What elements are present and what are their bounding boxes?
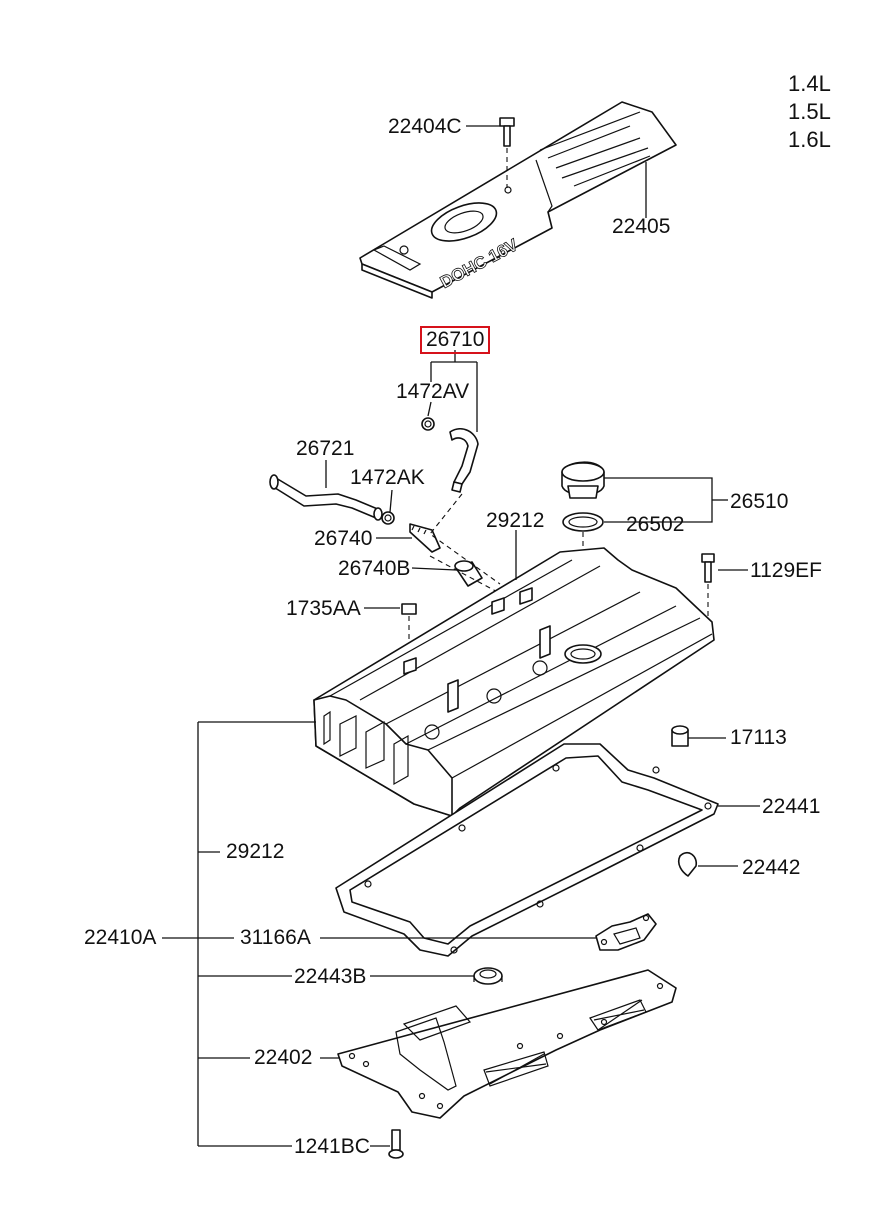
label-22441[interactable]: 22441 — [762, 795, 821, 818]
cylinder-head-cover-22410A — [313, 547, 715, 817]
engine-variant-3: 1.6L — [788, 127, 831, 152]
bolt-22404C — [499, 117, 515, 188]
gasket-22441 — [335, 743, 719, 957]
label-1241BC[interactable]: 1241BC — [294, 1135, 370, 1158]
label-29212-top[interactable]: 29212 — [486, 509, 545, 532]
engine-variant-2: 1.5L — [788, 99, 831, 124]
label-22402[interactable]: 22402 — [254, 1046, 313, 1069]
baffle-31166A — [595, 913, 657, 951]
label-22442[interactable]: 22442 — [742, 856, 801, 879]
label-1472AV[interactable]: 1472AV — [396, 380, 470, 403]
plug-17113 — [671, 725, 689, 747]
label-1129EF[interactable]: 1129EF — [750, 559, 822, 582]
label-1735AA[interactable]: 1735AA — [286, 597, 361, 620]
seal-22443B — [473, 967, 503, 985]
bolt-1241BC — [388, 1129, 404, 1159]
label-26721[interactable]: 26721 — [296, 437, 355, 460]
bolt-1129EF — [701, 553, 715, 626]
cap-gasket-26502 — [562, 512, 604, 532]
label-26740B[interactable]: 26740B — [338, 557, 411, 580]
clamp-1472AV — [421, 417, 435, 431]
label-26510[interactable]: 26510 — [730, 490, 789, 513]
label-31166A[interactable]: 31166A — [240, 926, 311, 949]
label-22405[interactable]: 22405 — [612, 215, 671, 238]
label-26710-highlighted[interactable]: 26710 — [420, 326, 491, 354]
baffle-plate-22402 — [337, 969, 677, 1119]
leader-lines — [162, 125, 760, 1147]
label-22410A[interactable]: 22410A — [84, 926, 157, 949]
label-22443B[interactable]: 22443B — [294, 965, 367, 988]
label-22404C[interactable]: 22404C — [388, 115, 462, 138]
oil-filler-cap-26510 — [561, 461, 605, 499]
grommet-26740B — [454, 560, 483, 587]
pcv-valve-26740 — [409, 523, 441, 553]
clamp-1472AK — [381, 511, 395, 525]
seal-22442 — [677, 851, 698, 877]
label-26740[interactable]: 26740 — [314, 527, 373, 550]
breather-hose-26710 — [449, 428, 479, 493]
label-1472AK[interactable]: 1472AK — [350, 466, 425, 489]
hose-26721 — [269, 474, 383, 521]
engine-variant-1: 1.4L — [788, 71, 831, 96]
label-17113[interactable]: 17113 — [730, 726, 787, 749]
label-29212[interactable]: 29212 — [226, 840, 285, 863]
label-26502[interactable]: 26502 — [626, 513, 685, 536]
